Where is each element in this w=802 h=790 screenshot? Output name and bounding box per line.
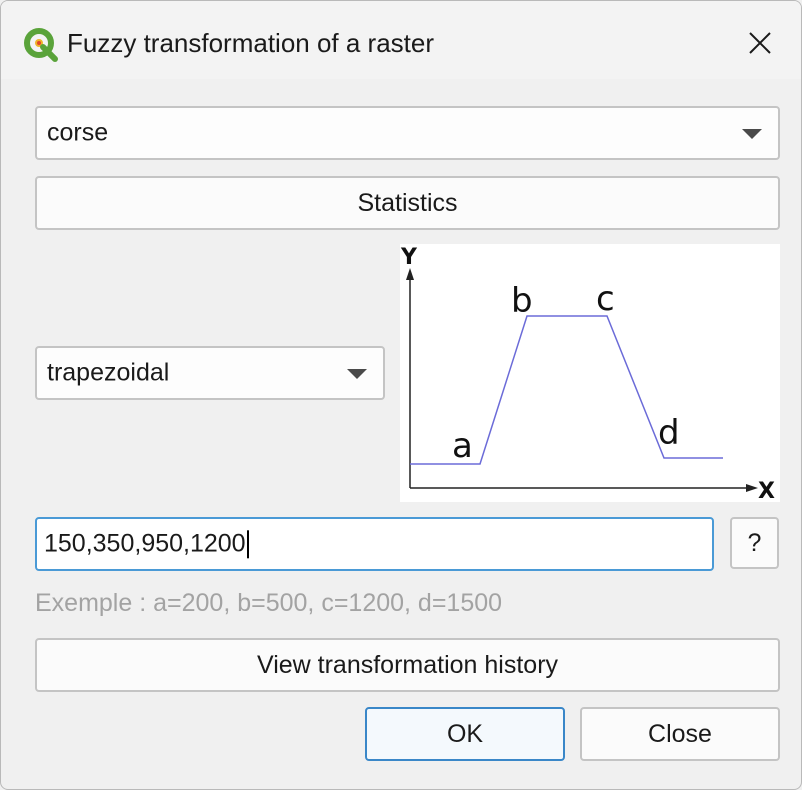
help-button[interactable]: ? xyxy=(730,517,779,569)
close-icon[interactable] xyxy=(741,25,779,61)
text-caret xyxy=(246,530,249,559)
trapezoidal-function-diagram: Y X a b c d xyxy=(400,244,780,504)
view-history-button[interactable]: View transformation history xyxy=(35,638,780,692)
trapezoid-plot: Y X a b c d xyxy=(400,245,775,504)
parameters-input-value: 150,350,950,1200 xyxy=(44,529,246,558)
point-a-label: a xyxy=(452,426,473,466)
example-hint: Exemple : a=200, b=500, c=1200, d=1500 xyxy=(35,589,503,617)
chevron-down-icon xyxy=(742,129,762,139)
view-history-button-label: View transformation history xyxy=(256,650,559,679)
close-button[interactable]: Close xyxy=(580,707,780,761)
point-d-label: d xyxy=(658,413,680,453)
point-b-label: b xyxy=(511,281,533,321)
point-c-label: c xyxy=(596,279,615,319)
x-axis-label: X xyxy=(758,479,775,502)
layer-select[interactable]: corse xyxy=(35,106,780,160)
statistics-button[interactable]: Statistics xyxy=(35,176,780,230)
layer-select-value: corse xyxy=(47,118,109,147)
ok-button-label: OK xyxy=(446,719,484,748)
y-axis-arrow xyxy=(406,268,414,280)
parameters-input-text-wrap: 150,350,950,1200 xyxy=(44,529,249,559)
title-bar: Fuzzy transformation of a raster xyxy=(1,1,801,79)
window-title: Fuzzy transformation of a raster xyxy=(67,28,435,58)
statistics-button-label: Statistics xyxy=(357,188,458,217)
help-button-label: ? xyxy=(747,528,762,557)
dialog-content: corse Statistics trapezoidal Y X a xyxy=(1,79,801,789)
qgis-logo-icon xyxy=(24,28,58,62)
ok-button[interactable]: OK xyxy=(365,707,565,761)
function-select-value: trapezoidal xyxy=(47,358,170,387)
x-axis-arrow xyxy=(746,484,758,492)
parameters-input[interactable]: 150,350,950,1200 xyxy=(35,517,714,571)
y-axis-label: Y xyxy=(400,245,418,270)
membership-curve xyxy=(410,315,723,465)
close-button-label: Close xyxy=(648,719,712,748)
function-select[interactable]: trapezoidal xyxy=(35,346,385,400)
chevron-down-icon xyxy=(347,369,367,379)
